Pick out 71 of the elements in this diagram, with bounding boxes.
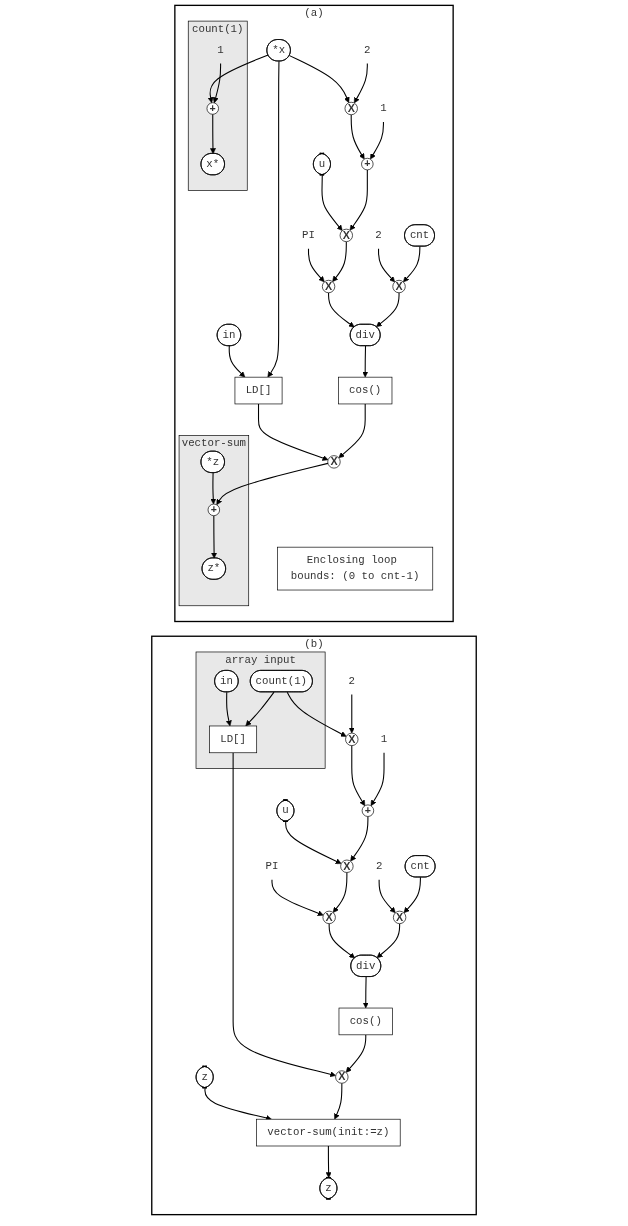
node-circle: + (361, 804, 375, 817)
arrow (345, 1034, 367, 1073)
node-circle: X (335, 1070, 349, 1084)
node-circle: X (345, 732, 359, 746)
arrow (350, 114, 365, 160)
node-text: 2 (375, 860, 383, 873)
arrow (286, 691, 347, 737)
arrow (351, 745, 366, 806)
arrow (362, 345, 369, 378)
arrow (271, 879, 324, 916)
node-text: 2 (375, 229, 382, 242)
node-circle: X (339, 228, 353, 242)
node-box: Enclosing loop bounds: (0 to cnt-1) (277, 546, 434, 591)
arrow (285, 821, 342, 864)
node-box: vector-sum(init:=z) (256, 1118, 401, 1147)
node-circle: + (206, 102, 219, 115)
arrow (403, 245, 421, 283)
arrow (378, 248, 396, 283)
arrow (321, 174, 343, 231)
arrow (210, 472, 217, 505)
arrow (370, 752, 385, 806)
node-box: cos() (338, 1007, 393, 1036)
arrow (211, 515, 218, 559)
arrow (370, 121, 384, 160)
arrow (334, 1082, 343, 1120)
arrow (210, 113, 216, 154)
arrow (338, 403, 366, 459)
arrow (376, 923, 401, 958)
arrow (403, 876, 421, 914)
arrow (212, 63, 222, 104)
arrow (350, 815, 369, 862)
arrow (216, 462, 329, 506)
arrow (328, 292, 355, 328)
arrow (288, 55, 350, 103)
node-circle: X (344, 101, 358, 116)
node-box: LD[] (209, 725, 258, 754)
arrow (228, 345, 246, 378)
arrow (353, 63, 368, 104)
node-circle: + (361, 157, 374, 171)
node-text: 1 (380, 102, 387, 115)
node-text: PI (302, 229, 315, 242)
arrow (204, 1087, 272, 1121)
arrow (348, 693, 355, 734)
arrow (245, 691, 275, 727)
node-box: LD[] (234, 376, 283, 405)
node-circle: X (393, 910, 407, 924)
arrow (362, 976, 369, 1009)
node-circle: X (392, 279, 406, 294)
arrow (378, 879, 396, 914)
node-text: 1 (217, 44, 224, 57)
arrow (307, 248, 325, 283)
node-circle: X (322, 910, 336, 924)
node-circle: X (322, 279, 336, 294)
node-circle: X (340, 859, 354, 873)
node-text: 2 (364, 44, 371, 57)
node-circle: X (327, 455, 341, 469)
arrow (207, 54, 269, 104)
arrow (376, 292, 400, 328)
node-box: cos() (338, 376, 393, 405)
arrow (267, 60, 280, 378)
node-text: 1 (380, 733, 388, 746)
node-text: 2 (348, 675, 355, 688)
arrow (332, 241, 347, 282)
node-circle: + (207, 503, 220, 517)
node-text: PI (265, 860, 279, 873)
arrow (258, 403, 329, 461)
arrow (349, 169, 368, 231)
arrow (325, 1145, 332, 1179)
arrow (328, 923, 356, 959)
arrow (225, 691, 232, 727)
arrow (332, 872, 348, 913)
